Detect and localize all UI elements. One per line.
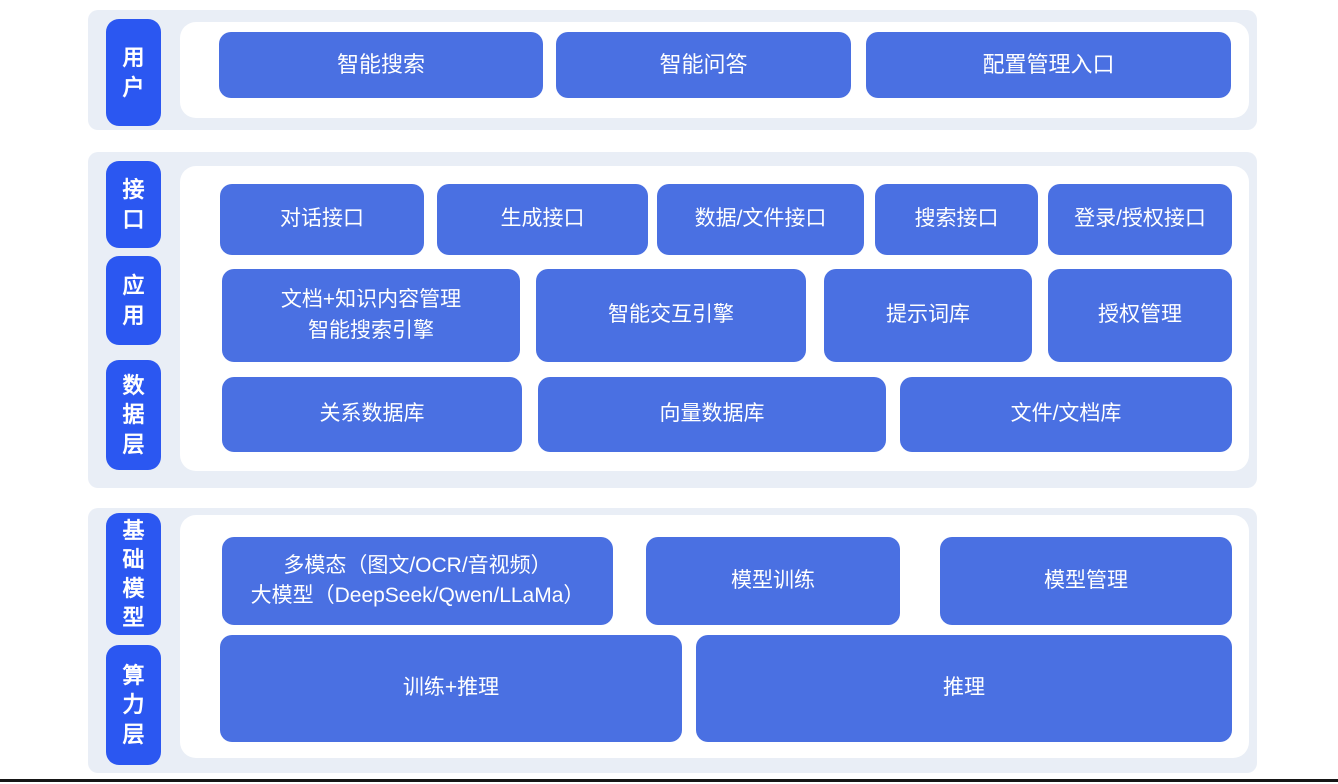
box-vector-database: 向量数据库 xyxy=(538,377,886,452)
box-model-management: 模型管理 xyxy=(940,537,1232,625)
layer-pill-interface-label: 接口 xyxy=(122,177,145,232)
box-data-file-api: 数据/文件接口 xyxy=(657,184,864,255)
box-smart-qa: 智能问答 xyxy=(556,32,851,98)
layer-pill-user: 用户 xyxy=(106,19,161,126)
box-relational-database: 关系数据库 xyxy=(222,377,522,452)
box-training-plus-inference: 训练+推理 xyxy=(220,635,682,742)
layer-pill-compute: 算力层 xyxy=(106,645,161,765)
box-login-auth-api: 登录/授权接口 xyxy=(1048,184,1232,255)
box-config-management-entry: 配置管理入口 xyxy=(866,32,1231,98)
layer-pill-compute-label: 算力层 xyxy=(122,663,145,747)
panel-middle-layers: 对话接口 生成接口 数据/文件接口 搜索接口 登录/授权接口 文档+知识内容管理… xyxy=(180,166,1249,471)
band-bottom-layers: 基础模型 算力层 多模态（图文/OCR/音视频） 大模型（DeepSeek/Qw… xyxy=(88,508,1257,773)
band-user-layer: 用户 智能搜索 智能问答 配置管理入口 xyxy=(88,10,1257,130)
box-model-training: 模型训练 xyxy=(646,537,900,625)
box-authorization-management: 授权管理 xyxy=(1048,269,1232,362)
box-doc-knowledge-search-engine: 文档+知识内容管理 智能搜索引擎 xyxy=(222,269,520,362)
layer-pill-interface: 接口 xyxy=(106,161,161,248)
layer-pill-foundation-model: 基础模型 xyxy=(106,513,161,635)
layer-pill-user-label: 用户 xyxy=(122,45,145,100)
box-inference: 推理 xyxy=(696,635,1232,742)
box-search-api: 搜索接口 xyxy=(875,184,1038,255)
box-smart-interaction-engine: 智能交互引擎 xyxy=(536,269,806,362)
bottom-border-line xyxy=(0,779,1338,782)
box-prompt-library: 提示词库 xyxy=(824,269,1032,362)
box-generation-api: 生成接口 xyxy=(437,184,648,255)
layer-pill-application: 应用 xyxy=(106,256,161,345)
box-smart-search: 智能搜索 xyxy=(219,32,543,98)
box-file-document-store: 文件/文档库 xyxy=(900,377,1232,452)
panel-bottom-layers: 多模态（图文/OCR/音视频） 大模型（DeepSeek/Qwen/LLaMa）… xyxy=(180,515,1249,758)
band-middle-layers: 接口 应用 数据层 对话接口 生成接口 数据/文件接口 搜索接口 登录/授权接口… xyxy=(88,152,1257,488)
layer-pill-application-label: 应用 xyxy=(122,273,145,328)
box-dialog-api: 对话接口 xyxy=(220,184,424,255)
layer-pill-data-label: 数据层 xyxy=(122,373,145,457)
layer-pill-data: 数据层 xyxy=(106,360,161,470)
layer-pill-foundation-model-label: 基础模型 xyxy=(122,517,145,631)
panel-user-layer: 智能搜索 智能问答 配置管理入口 xyxy=(180,22,1249,118)
box-multimodal-llm: 多模态（图文/OCR/音视频） 大模型（DeepSeek/Qwen/LLaMa） xyxy=(222,537,613,625)
